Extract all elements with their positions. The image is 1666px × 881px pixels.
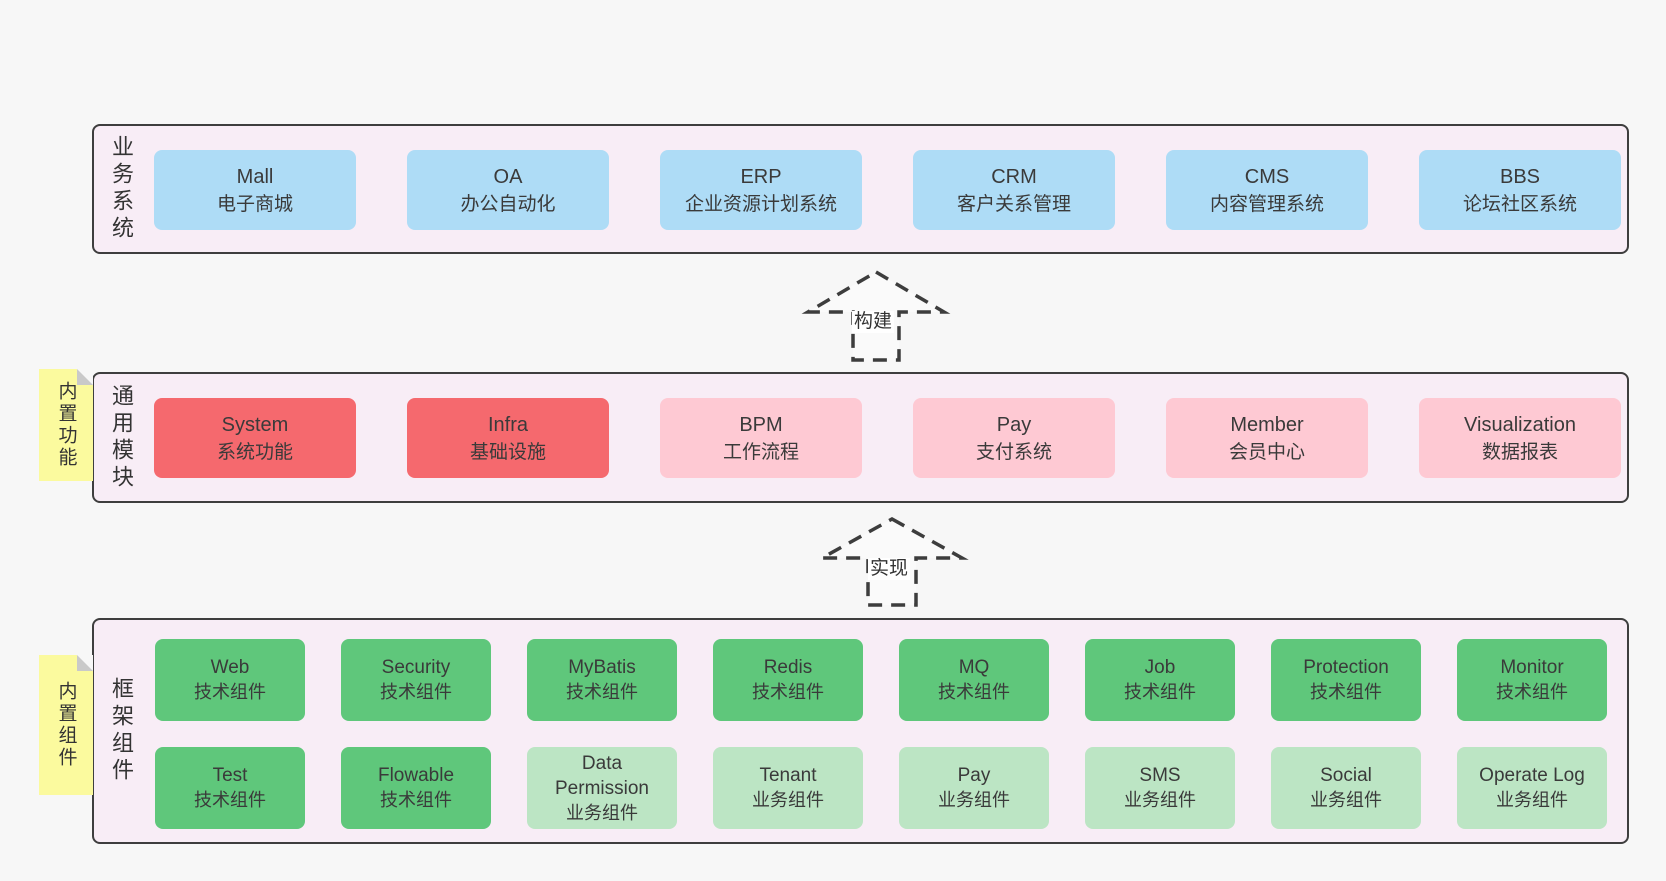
box-title: OA: [493, 165, 523, 188]
box-title: CRM: [991, 165, 1037, 188]
box-visualization: Visualization 数据报表: [1419, 398, 1621, 478]
box-title: MQ: [958, 657, 990, 678]
box-crm: CRM 客户关系管理: [913, 150, 1115, 230]
box-subtitle: 技术组件: [380, 682, 452, 702]
box-subtitle: 业务组件: [938, 790, 1010, 810]
box-web: Web 技术组件: [155, 639, 305, 721]
box-job: Job 技术组件: [1085, 639, 1235, 721]
box-title: BPM: [739, 413, 783, 436]
section-business-systems: 业务系统 Mall 电子商城 OA 办公自动化 ERP 企业资源计划系统 CRM…: [92, 124, 1629, 254]
box-title: Web: [210, 657, 250, 678]
box-subtitle: 业务组件: [1496, 790, 1568, 810]
box-subtitle: 技术组件: [938, 682, 1010, 702]
box-title: Infra: [487, 413, 529, 436]
box-operate-log: Operate Log 业务组件: [1457, 747, 1607, 829]
box-infra: Infra 基础设施: [407, 398, 609, 478]
box-title: Data Permission: [555, 752, 649, 799]
box-protection: Protection 技术组件: [1271, 639, 1421, 721]
box-flowable: Flowable 技术组件: [341, 747, 491, 829]
box-subtitle: 系统功能: [216, 441, 293, 463]
box-erp: ERP 企业资源计划系统: [660, 150, 862, 230]
box-subtitle: 技术组件: [380, 790, 452, 810]
box-system: System 系统功能: [154, 398, 356, 478]
box-mq: MQ 技术组件: [899, 639, 1049, 721]
box-subtitle: 数据报表: [1481, 441, 1558, 463]
box-title: Protection: [1303, 657, 1389, 678]
section-label-framework: 框架组件: [109, 677, 134, 785]
box-subtitle: 业务组件: [752, 790, 824, 810]
box-title: Visualization: [1464, 413, 1576, 436]
box-mall: Mall 电子商城: [154, 150, 356, 230]
box-title: System: [221, 413, 289, 436]
box-subtitle: 基础设施: [469, 441, 546, 463]
box-title: Mall: [236, 165, 274, 188]
box-title: Pay: [996, 413, 1032, 436]
box-pay-component: Pay 业务组件: [899, 747, 1049, 829]
implement-arrow-label: 实现: [868, 558, 911, 580]
box-subtitle: 业务组件: [566, 802, 638, 823]
box-monitor: Monitor 技术组件: [1457, 639, 1607, 721]
box-title: CMS: [1244, 165, 1290, 188]
box-subtitle: 技术组件: [194, 790, 266, 810]
sticky-note-built-in-components: 内置组件: [39, 655, 93, 795]
box-test: Test 技术组件: [155, 747, 305, 829]
box-subtitle: 技术组件: [752, 682, 824, 702]
box-subtitle: 业务组件: [1124, 790, 1196, 810]
sticky-note-built-in-features: 内置功能: [39, 369, 93, 481]
box-subtitle: 会员中心: [1228, 441, 1305, 463]
box-subtitle: 企业资源计划系统: [684, 193, 837, 215]
box-title: Member: [1230, 413, 1304, 436]
box-subtitle: 内容管理系统: [1209, 193, 1324, 215]
section-common-modules: 通用模块 System 系统功能 Infra 基础设施 BPM 工作流程 Pay…: [92, 372, 1629, 503]
framework-row-1: Web 技术组件 Security 技术组件 MyBatis 技术组件 Redi…: [155, 639, 1607, 721]
box-title: Job: [1144, 657, 1176, 678]
box-member: Member 会员中心: [1166, 398, 1368, 478]
box-data-permission: Data Permission 业务组件: [527, 747, 677, 829]
modules-box-row: System 系统功能 Infra 基础设施 BPM 工作流程 Pay 支付系统…: [154, 398, 1621, 478]
box-oa: OA 办公自动化: [407, 150, 609, 230]
box-subtitle: 支付系统: [975, 441, 1052, 463]
box-title: ERP: [740, 165, 782, 188]
box-subtitle: 技术组件: [1496, 682, 1568, 702]
box-title: Redis: [763, 657, 813, 678]
box-subtitle: 电子商城: [216, 193, 293, 215]
box-pay-module: Pay 支付系统: [913, 398, 1115, 478]
box-social: Social 业务组件: [1271, 747, 1421, 829]
box-subtitle: 论坛社区系统: [1462, 193, 1577, 215]
box-subtitle: 技术组件: [566, 682, 638, 702]
box-security: Security 技术组件: [341, 639, 491, 721]
box-title: Pay: [957, 765, 991, 786]
box-title: Test: [212, 765, 248, 786]
box-title: Flowable: [377, 765, 455, 786]
box-redis: Redis 技术组件: [713, 639, 863, 721]
box-cms: CMS 内容管理系统: [1166, 150, 1368, 230]
section-framework-components: 框架组件 Web 技术组件 Security 技术组件 MyBatis 技术组件…: [92, 618, 1629, 844]
box-title: BBS: [1499, 165, 1541, 188]
box-subtitle: 办公自动化: [460, 193, 556, 215]
box-tenant: Tenant 业务组件: [713, 747, 863, 829]
section-label-business: 业务系统: [109, 135, 134, 243]
box-sms: SMS 业务组件: [1085, 747, 1235, 829]
box-subtitle: 客户关系管理: [956, 193, 1071, 215]
box-subtitle: 工作流程: [722, 441, 799, 463]
section-label-modules: 通用模块: [109, 383, 134, 492]
box-subtitle: 技术组件: [1310, 682, 1382, 702]
box-mybatis: MyBatis 技术组件: [527, 639, 677, 721]
box-subtitle: 技术组件: [1124, 682, 1196, 702]
business-box-row: Mall 电子商城 OA 办公自动化 ERP 企业资源计划系统 CRM 客户关系…: [154, 150, 1621, 230]
build-arrow-label: 构建: [852, 311, 895, 333]
box-title: Security: [381, 657, 451, 678]
box-bbs: BBS 论坛社区系统: [1419, 150, 1621, 230]
box-title: MyBatis: [568, 657, 636, 678]
box-subtitle: 业务组件: [1310, 790, 1382, 810]
box-title: SMS: [1139, 765, 1181, 786]
framework-row-2: Test 技术组件 Flowable 技术组件 Data Permission …: [155, 747, 1607, 829]
box-title: Operate Log: [1479, 765, 1585, 786]
box-title: Monitor: [1500, 657, 1564, 678]
box-title: Tenant: [759, 765, 817, 786]
box-bpm: BPM 工作流程: [660, 398, 862, 478]
box-subtitle: 技术组件: [194, 682, 266, 702]
box-title: Social: [1320, 765, 1372, 786]
